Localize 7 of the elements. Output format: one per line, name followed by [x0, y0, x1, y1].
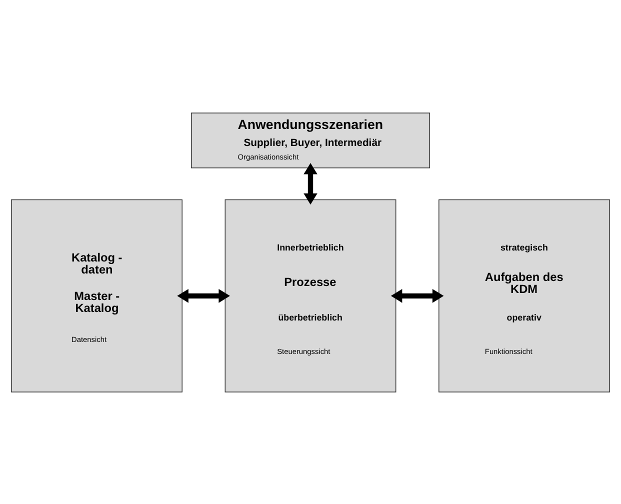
node-box: Katalog - daten Master - Katalog Datensicht [11, 198, 182, 392]
arrow [304, 162, 318, 204]
node-box: strategisch Aufgaben des KDM operativ Funktionssicht [438, 198, 610, 392]
node-box: Anwendungsszenarien Supplier, Buyer, Intermediär Organisationssicht [191, 112, 430, 168]
arrow [390, 288, 444, 302]
node-box: Innerbetrieblich Prozesse überbetrieblich Steuerungssicht [224, 198, 396, 392]
arrow [177, 288, 230, 302]
